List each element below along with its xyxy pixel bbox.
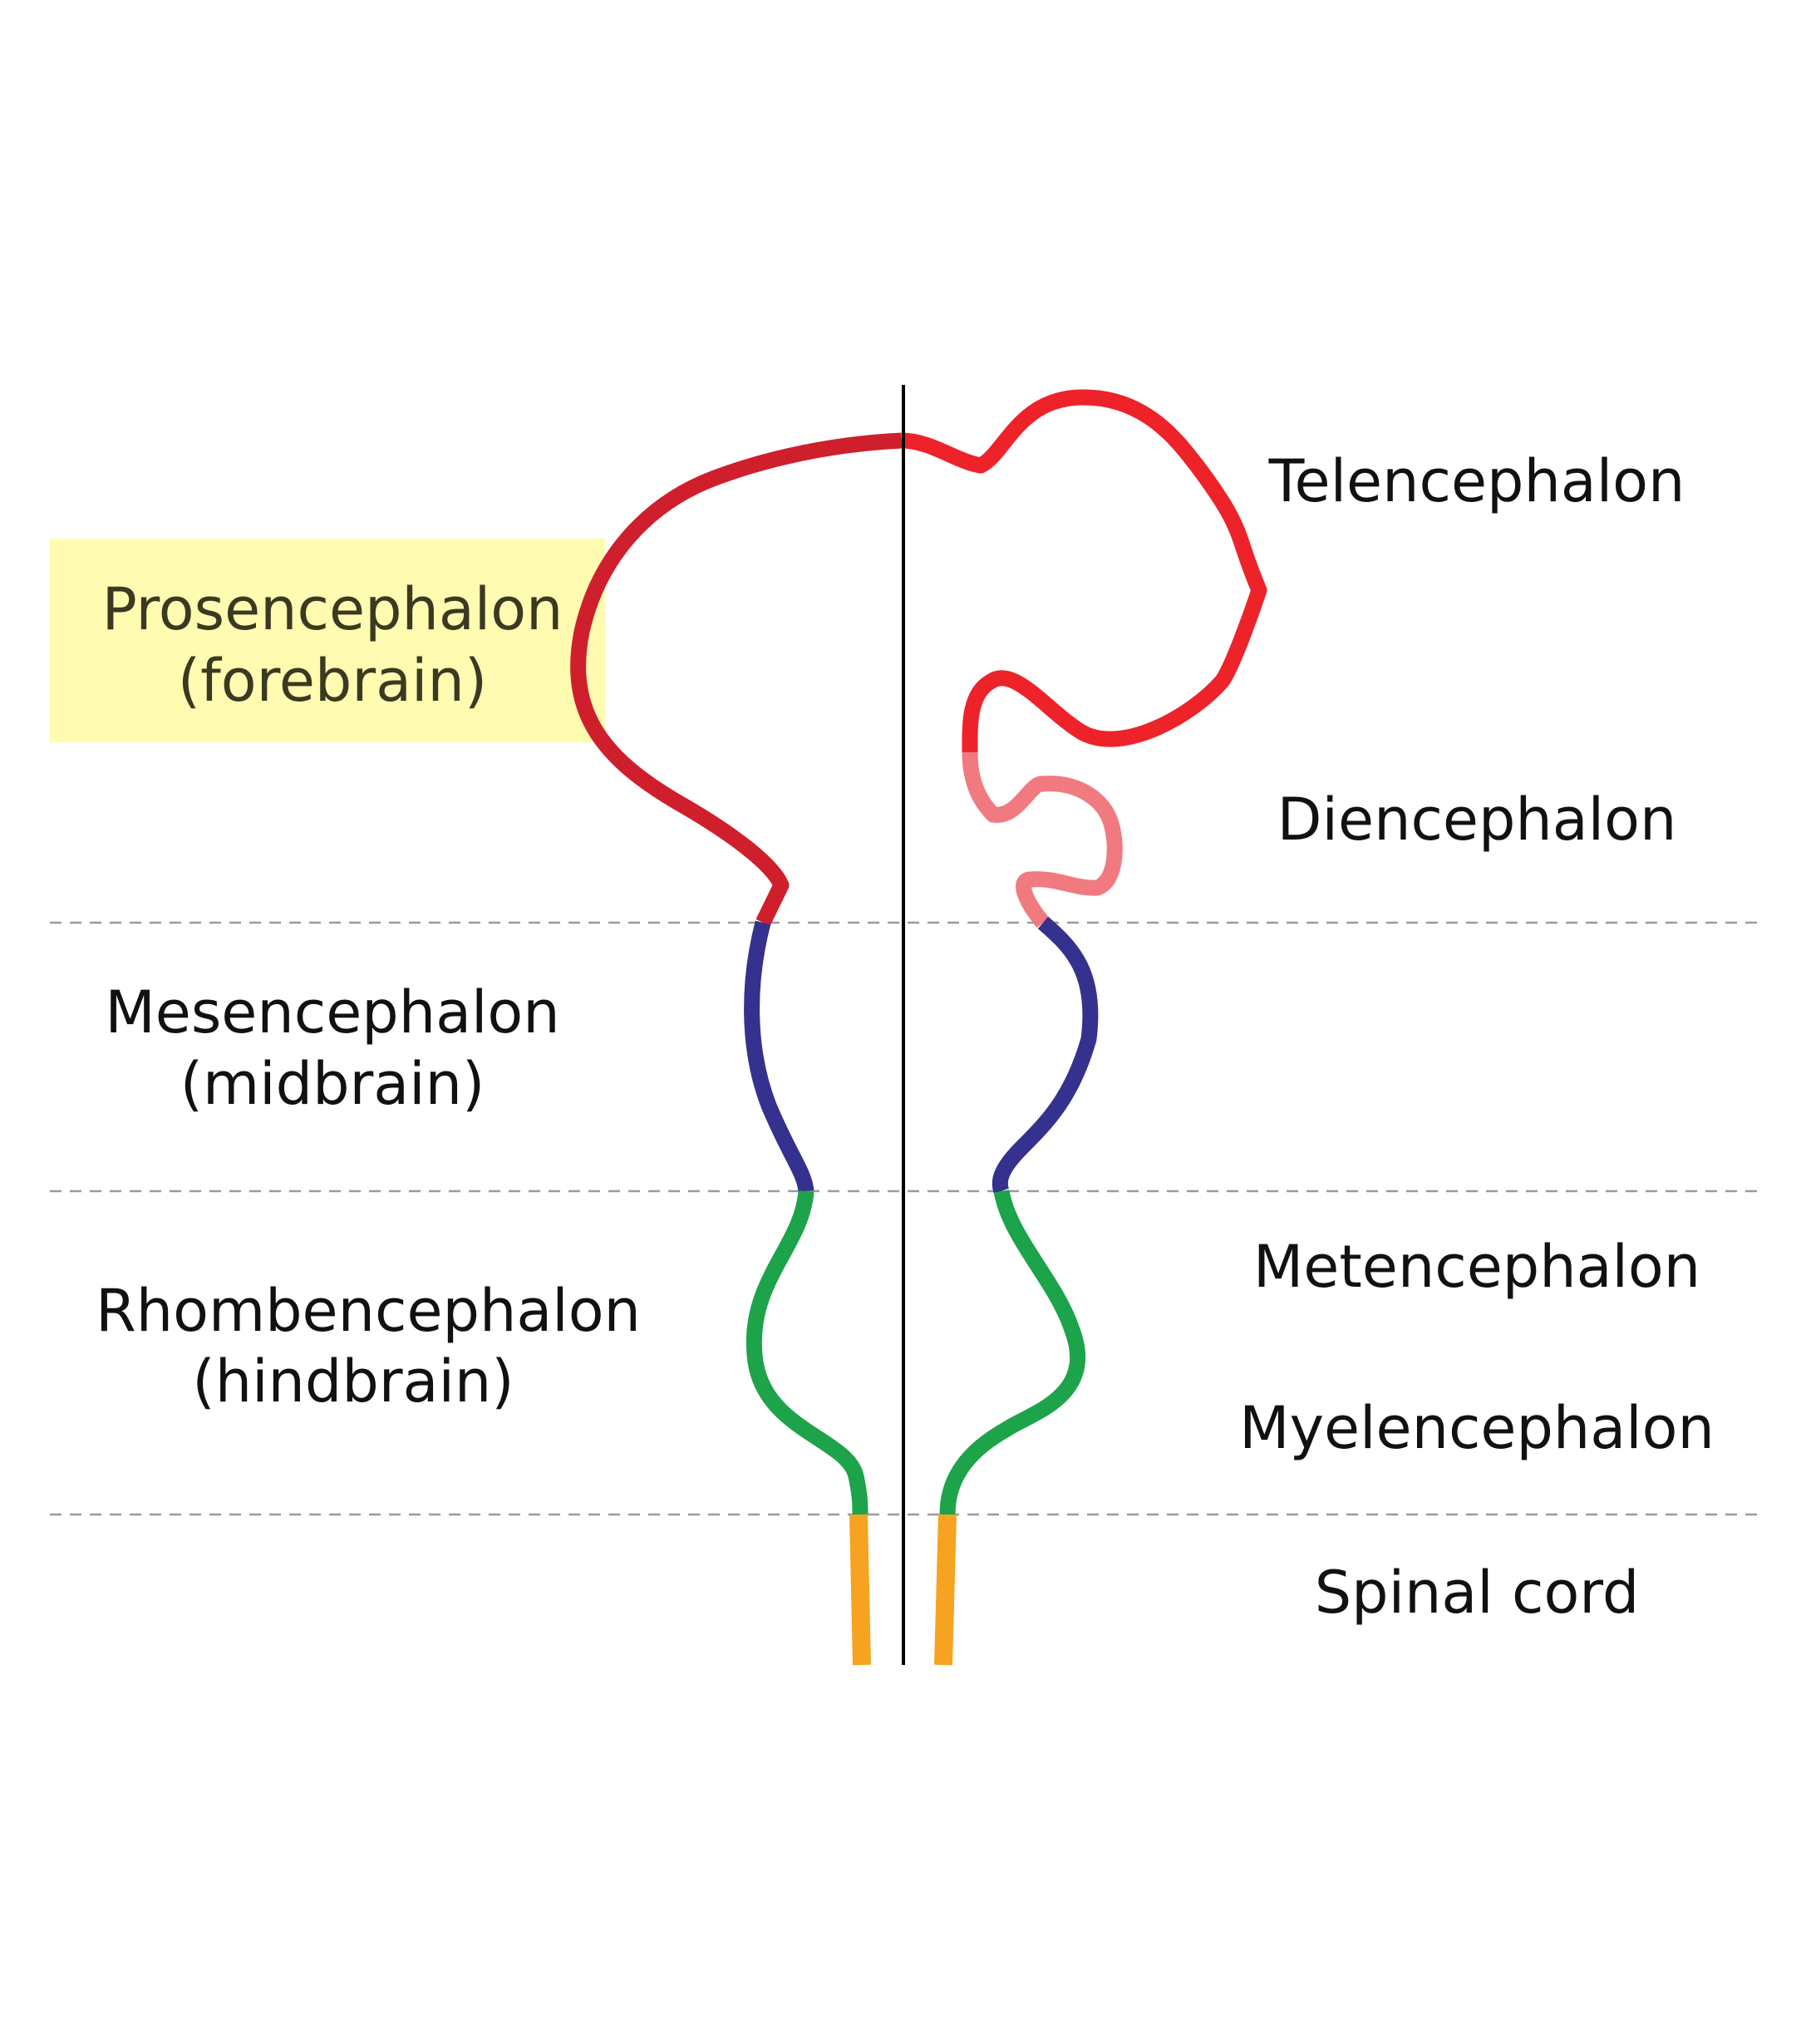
metencephalon-label: Metencephalon: [1253, 1233, 1700, 1301]
prosencephalon-highlight: [50, 539, 605, 742]
midbrain-label: (midbrain): [180, 1050, 485, 1118]
spinal-cord-right-outline: [934, 1514, 957, 1666]
telencephalon-label: Telencephalon: [1268, 447, 1685, 515]
forebrain-label: (forebrain): [178, 647, 487, 715]
myelencephalon-label: Myelencephalon: [1239, 1394, 1715, 1462]
rhombencephalon-label: Rhombencephalon: [96, 1277, 641, 1345]
telencephalon-outline: [901, 389, 1267, 753]
prosencephalon-outline: [570, 432, 903, 927]
spinal-cord-label: Spinal cord: [1315, 1559, 1640, 1627]
mesencephalon-right-outline: [992, 916, 1099, 1194]
rhombencephalon-right-outline: [939, 1189, 1086, 1515]
mesencephalon-label: Mesencephalon: [105, 978, 559, 1047]
rhombencephalon-left-outline: [745, 1189, 869, 1515]
hindbrain-label: (hindbrain): [192, 1347, 514, 1416]
spinal-cord-left-outline: [849, 1514, 871, 1666]
diencephalon-outline: [962, 751, 1123, 928]
mesencephalon-left-outline: [744, 920, 814, 1193]
prosencephalon-label: Prosencephalon: [102, 575, 563, 643]
diencephalon-label: Diencephalon: [1277, 786, 1677, 854]
